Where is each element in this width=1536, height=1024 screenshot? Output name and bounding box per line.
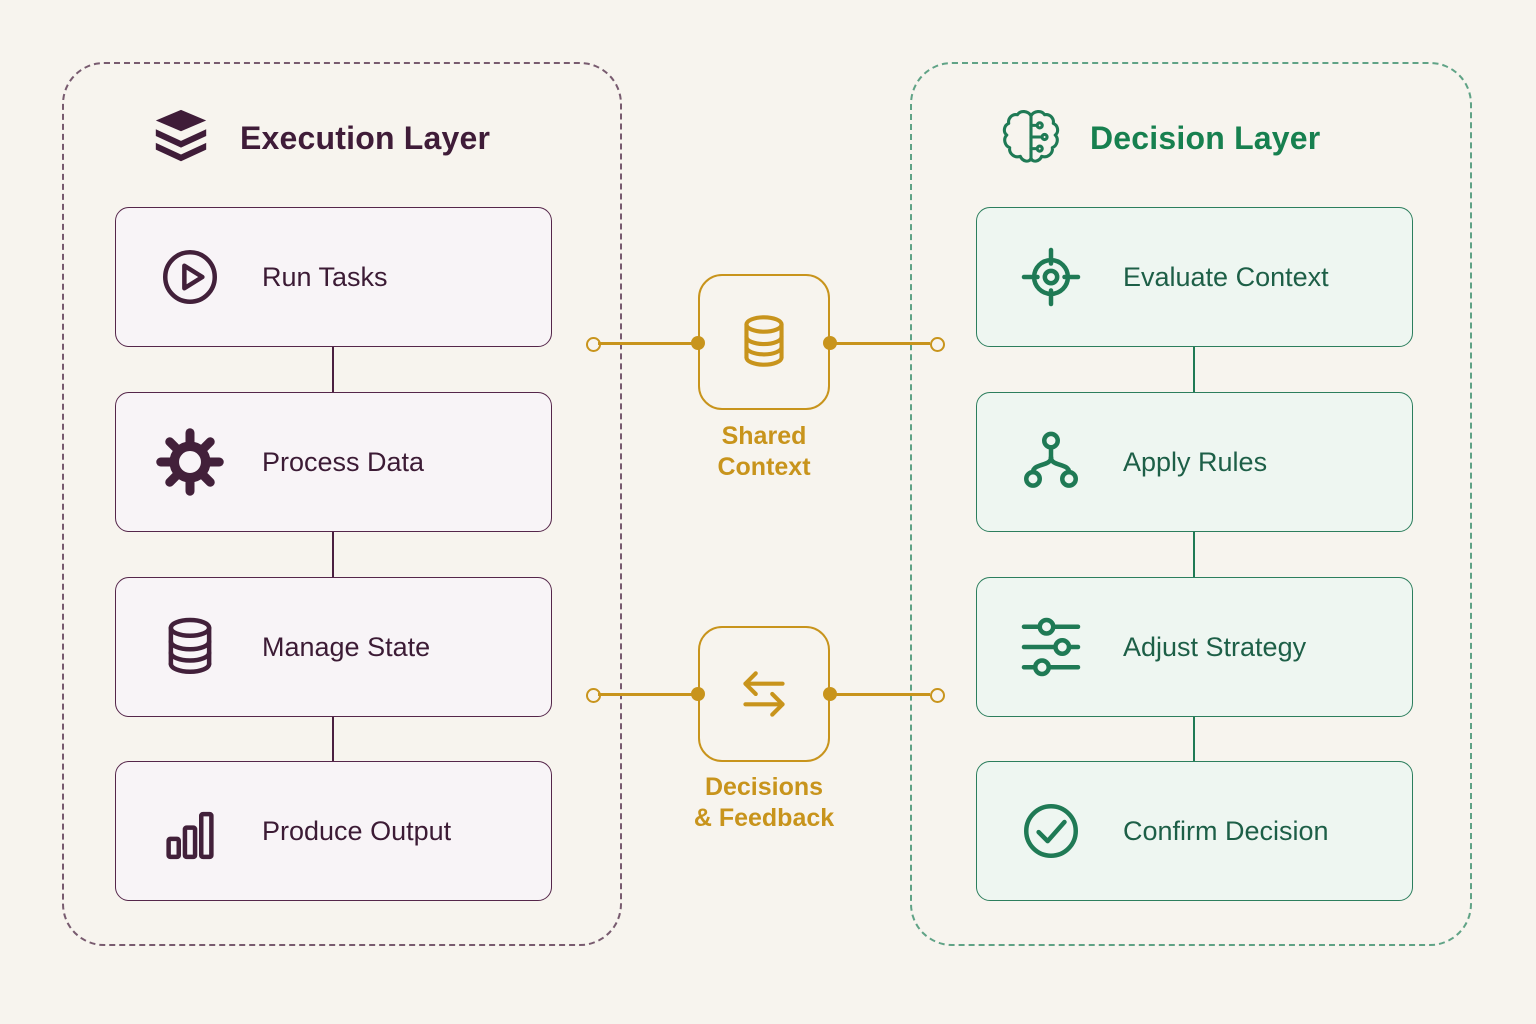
shared-context-label: Shared Context: [639, 421, 889, 483]
connector-line: [830, 342, 930, 345]
sliders-icon: [1015, 611, 1087, 683]
execution-layer-panel: [62, 62, 622, 946]
connector-line: [332, 532, 334, 577]
connector-endpoint-ring: [586, 337, 601, 352]
exchange-arrows-icon: [731, 661, 797, 727]
card-produce-output: Produce Output: [115, 761, 552, 901]
decisions-feedback-label: Decisions & Feedback: [639, 772, 889, 834]
check-circle-icon: [1015, 795, 1087, 867]
card-run-tasks: Run Tasks: [115, 207, 552, 347]
label-line-2: Context: [717, 453, 811, 481]
card-label: Apply Rules: [1123, 446, 1268, 477]
connector-line: [830, 693, 930, 696]
card-adjust-strategy: Adjust Strategy: [976, 577, 1413, 717]
card-label: Adjust Strategy: [1123, 631, 1307, 662]
connector-endpoint-ring: [930, 688, 945, 703]
connector-line: [598, 342, 698, 345]
gear-icon: [154, 426, 226, 498]
hierarchy-icon: [1015, 426, 1087, 498]
card-apply-rules: Apply Rules: [976, 392, 1413, 532]
card-manage-state: Manage State: [115, 577, 552, 717]
decisions-feedback-hub: [698, 626, 830, 762]
connector-line: [1193, 347, 1195, 392]
card-confirm-decision: Confirm Decision: [976, 761, 1413, 901]
label-line-1: Decisions: [704, 773, 824, 801]
card-label: Process Data: [262, 446, 425, 477]
bar-chart-icon: [154, 795, 226, 867]
database-icon: [154, 611, 226, 683]
card-label: Confirm Decision: [1123, 815, 1329, 846]
execution-layer-title: Execution Layer: [240, 120, 491, 156]
connector-line: [598, 693, 698, 696]
connector-line: [1193, 532, 1195, 577]
connector-endpoint-ring: [586, 688, 601, 703]
card-label: Run Tasks: [262, 261, 388, 292]
card-label: Produce Output: [262, 815, 452, 846]
layers-icon: [150, 106, 212, 168]
database-icon: [731, 309, 797, 375]
card-evaluate-context: Evaluate Context: [976, 207, 1413, 347]
label-line-2: & Feedback: [693, 804, 835, 832]
card-label: Manage State: [262, 631, 431, 662]
decision-layer-title: Decision Layer: [1090, 120, 1321, 156]
card-process-data: Process Data: [115, 392, 552, 532]
play-circle-icon: [154, 241, 226, 313]
connector-line: [332, 347, 334, 392]
connector-line: [1193, 717, 1195, 761]
shared-context-hub: [698, 274, 830, 410]
card-label: Evaluate Context: [1123, 261, 1329, 292]
decision-layer-panel: [910, 62, 1472, 946]
brain-circuit-icon: [1000, 106, 1062, 168]
label-line-1: Shared: [721, 422, 807, 450]
target-icon: [1015, 241, 1087, 313]
connector-line: [332, 717, 334, 761]
connector-endpoint-ring: [930, 337, 945, 352]
